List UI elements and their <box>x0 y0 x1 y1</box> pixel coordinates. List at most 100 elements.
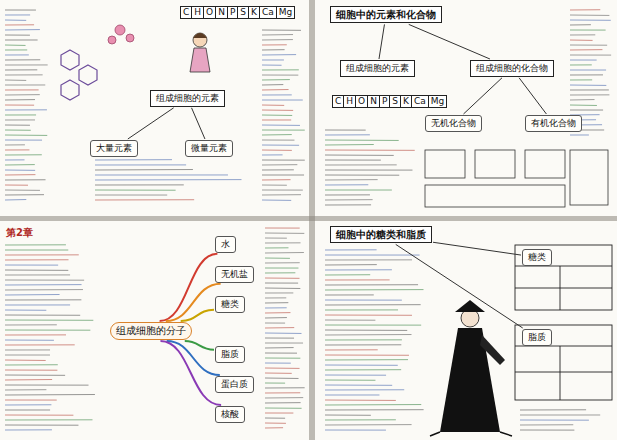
note-scribble <box>5 379 52 380</box>
note-scribble <box>265 323 285 324</box>
note-scribble <box>262 75 298 76</box>
note-scribble <box>325 389 404 390</box>
note-scribble <box>325 365 398 366</box>
note-scribble <box>5 400 57 401</box>
note-scribble <box>520 414 600 415</box>
note-scribble <box>570 79 592 80</box>
note-scribble <box>325 380 375 381</box>
concept-text: 微量元素 <box>191 143 227 154</box>
note-scribble <box>265 347 294 348</box>
note-scribble <box>325 375 386 376</box>
note-scribble <box>5 349 50 350</box>
note-scribble <box>265 252 304 253</box>
note-scribble <box>325 204 371 205</box>
note-scribble <box>5 254 79 255</box>
note-scribble <box>265 378 299 379</box>
note-scribble <box>5 49 27 50</box>
note-scribble <box>5 64 48 65</box>
note-scribble <box>5 24 34 25</box>
note-scribble <box>262 79 290 80</box>
note-scribble <box>325 164 397 165</box>
note-scribble <box>265 392 300 393</box>
note-scribble <box>5 429 52 430</box>
note-scribble <box>262 200 291 201</box>
note-scribble <box>570 85 606 86</box>
note-scribble <box>325 269 392 270</box>
note-scribble <box>262 30 301 31</box>
note-scribble <box>325 140 399 141</box>
note-scribble <box>325 134 370 135</box>
note-scribble <box>5 105 34 106</box>
note-scribble <box>265 327 294 328</box>
note-scribble <box>5 190 40 191</box>
note-scribble <box>95 169 193 170</box>
note-scribble <box>265 247 288 248</box>
note-scribble <box>262 59 284 60</box>
note-scribble <box>325 325 421 326</box>
note-scribble <box>5 80 26 81</box>
connector <box>185 341 214 350</box>
note-scribble <box>265 228 300 229</box>
note-scribble <box>5 289 83 290</box>
connector <box>192 108 205 139</box>
note-scribble <box>570 94 609 95</box>
note-scribble <box>262 110 293 111</box>
note-scribble <box>5 315 80 316</box>
note-scribble <box>570 55 611 56</box>
note-scribble <box>570 20 611 21</box>
note-scribble <box>265 283 298 284</box>
note-scribble <box>262 194 301 195</box>
connector <box>128 108 174 139</box>
note-scribble <box>325 415 371 416</box>
element-cell: Mg <box>428 95 447 108</box>
note-scribble <box>5 159 25 160</box>
note-scribble <box>325 369 401 370</box>
connector <box>160 341 221 405</box>
note-scribble <box>5 394 95 395</box>
note-scribble <box>5 284 82 285</box>
note-scribble <box>265 368 300 369</box>
element-row: CHONPSKCaMg <box>180 6 294 19</box>
note-scribble <box>325 155 394 156</box>
note-scribble <box>325 385 392 386</box>
connector <box>433 242 521 255</box>
note-scribble <box>325 320 375 321</box>
note-scribble <box>5 119 35 120</box>
note-scribble <box>5 114 36 115</box>
concept-box: 组成细胞的元素 <box>150 90 225 107</box>
note-scribble <box>262 145 299 146</box>
note-scribble <box>325 184 368 185</box>
note-scribble <box>5 250 68 251</box>
note-scribble <box>570 24 591 25</box>
note-scribble <box>265 272 295 273</box>
concept-box: 组成细胞的化合物 <box>470 60 554 77</box>
note-scribble <box>5 125 30 126</box>
note-scribble <box>262 84 283 85</box>
note-scribble <box>570 40 593 41</box>
note-scribble <box>5 280 84 281</box>
note-scribble <box>5 140 42 141</box>
note-scribble <box>5 324 57 325</box>
note-scribble <box>5 130 31 131</box>
note-scribble <box>325 359 408 360</box>
element-cell: Mg <box>276 6 295 19</box>
concept-text: 水 <box>221 239 230 250</box>
concept-text: 组成细胞的元素 <box>156 93 219 104</box>
note-scribble <box>95 195 167 196</box>
note-scribble <box>265 363 291 364</box>
concept-text: 无机化合物 <box>431 118 476 129</box>
note-scribble <box>262 130 305 131</box>
note-scribble <box>325 330 407 331</box>
note-scribble <box>265 423 286 424</box>
note-scribble <box>265 383 285 384</box>
note-scribble <box>95 174 228 175</box>
center-bubble: 组成细胞的分子 <box>110 322 192 340</box>
note-scribble <box>262 150 292 151</box>
note-scribble <box>265 397 303 398</box>
note-scribble <box>265 307 287 308</box>
note-scribble <box>95 179 241 180</box>
note-scribble <box>5 409 50 410</box>
note-scribble <box>5 94 40 95</box>
note-scribble <box>95 199 194 200</box>
note-scribble <box>520 420 589 421</box>
